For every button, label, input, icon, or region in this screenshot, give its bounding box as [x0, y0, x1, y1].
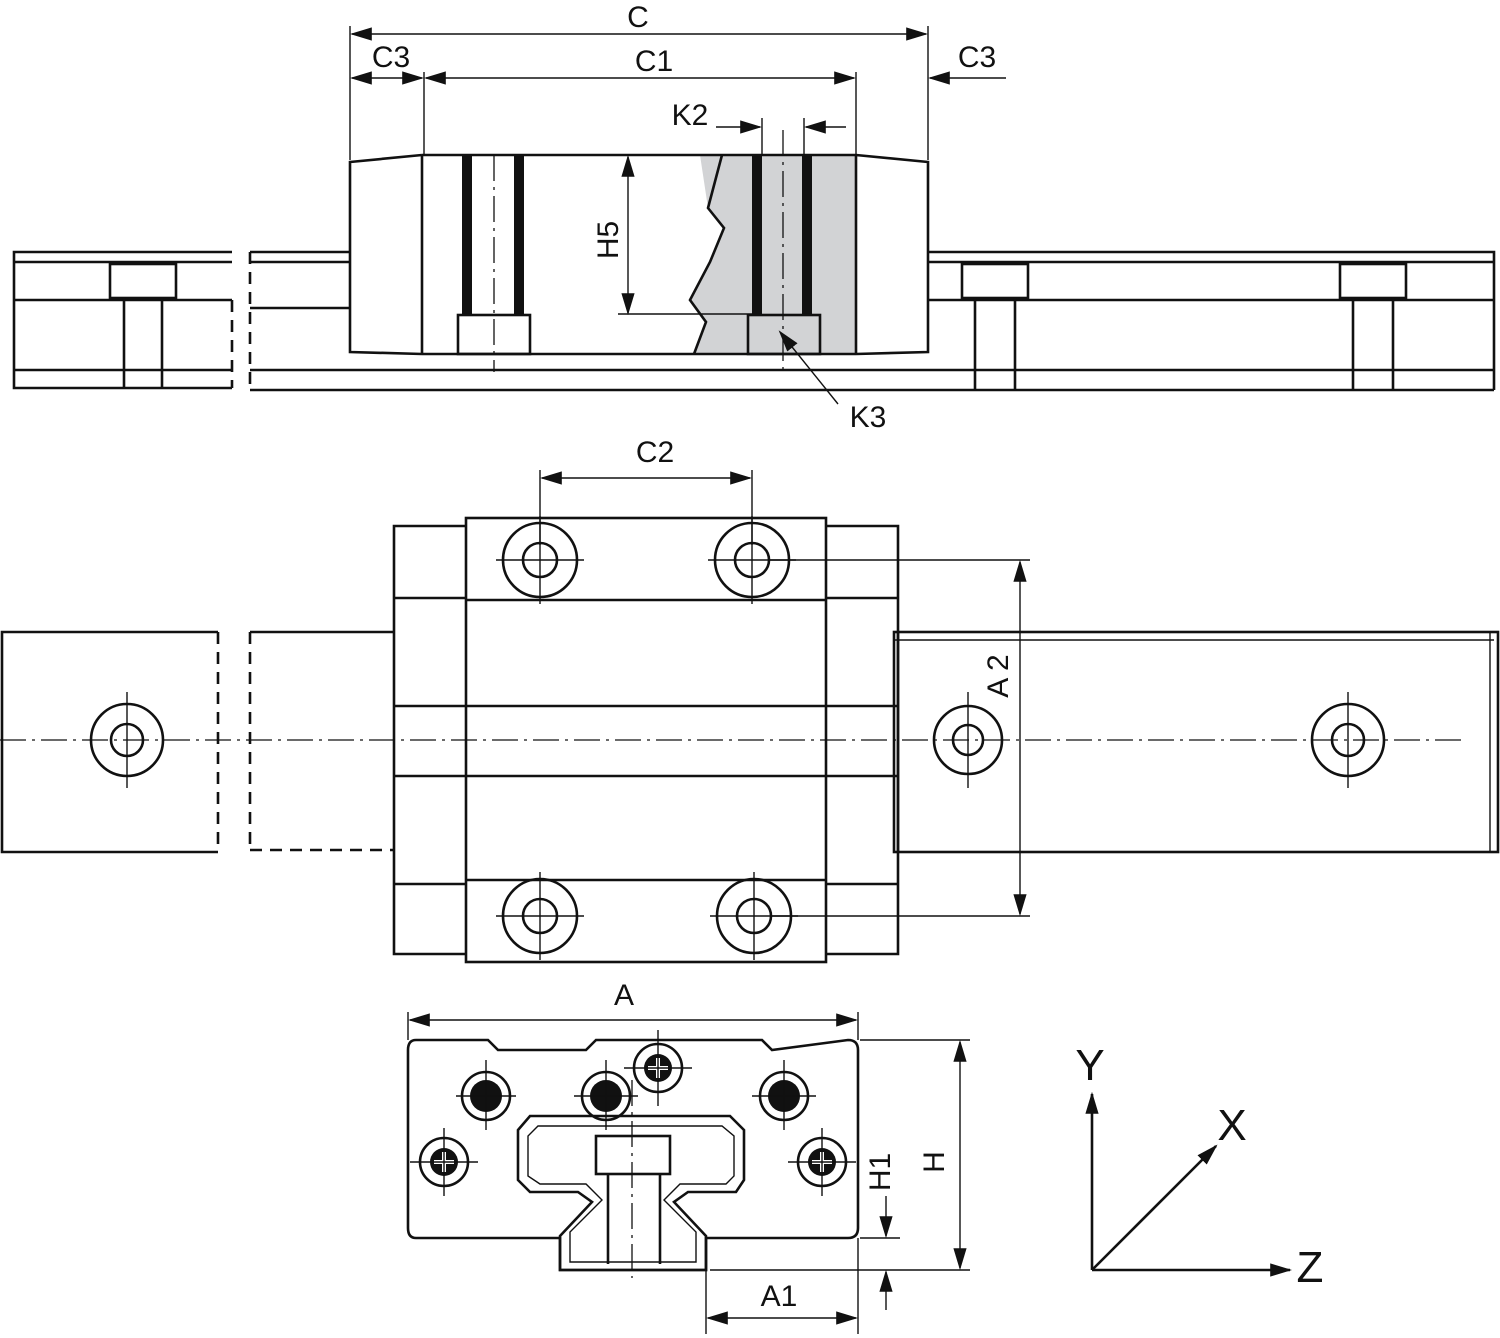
dim-label-a: A — [614, 979, 634, 1012]
carriage-side — [348, 130, 930, 372]
axis-label-y: Y — [1075, 1041, 1104, 1090]
dim-label-c3-left: C3 — [372, 41, 410, 74]
rail-left-top — [0, 630, 220, 854]
dim-label-c: C — [627, 1, 649, 34]
x-axis-arrow — [1091, 1144, 1218, 1271]
dim-label-c3-right: C3 — [958, 41, 996, 74]
dim-label-k3: K3 — [850, 401, 887, 434]
side-view: C C3 C1 C3 K2 K3 H5 — [12, 1, 1496, 434]
dim-label-h5: H5 — [592, 221, 625, 259]
sectioned-area — [690, 155, 856, 354]
dim-label-c1: C1 — [635, 45, 673, 78]
mounting-hole — [496, 872, 584, 960]
rail-left-segment — [12, 250, 234, 390]
dim-label-h1: H1 — [864, 1153, 897, 1191]
dim-label-a1: A1 — [761, 1280, 798, 1313]
dim-label-h: H — [918, 1151, 951, 1173]
coordinate-axes: Y X Z — [1075, 1041, 1323, 1292]
dim-label-a2: A 2 — [982, 654, 1015, 697]
lube-port — [574, 1060, 638, 1130]
carriage-top — [392, 516, 900, 964]
axis-label-x: X — [1217, 1101, 1246, 1150]
front-view: A A1 H H1 — [406, 979, 970, 1334]
lube-port — [752, 1060, 816, 1130]
screw-head — [410, 1128, 478, 1196]
axis-label-z: Z — [1297, 1243, 1324, 1292]
side-view-dimensions: C C3 C1 C3 K2 K3 H5 — [349, 1, 1006, 434]
front-view-dimensions: A A1 H H1 — [407, 979, 970, 1334]
rail-main-top — [248, 630, 1500, 854]
dim-label-k2: K2 — [672, 99, 709, 132]
top-view: C2 A 2 — [0, 436, 1500, 964]
top-view-dimensions: C2 A 2 — [539, 436, 1030, 917]
screw-head — [788, 1128, 856, 1196]
dim-label-c2: C2 — [636, 436, 674, 469]
carriage-front — [406, 1030, 860, 1278]
rail-main — [248, 250, 1496, 392]
screw-head — [624, 1030, 692, 1106]
lube-port — [456, 1060, 516, 1130]
